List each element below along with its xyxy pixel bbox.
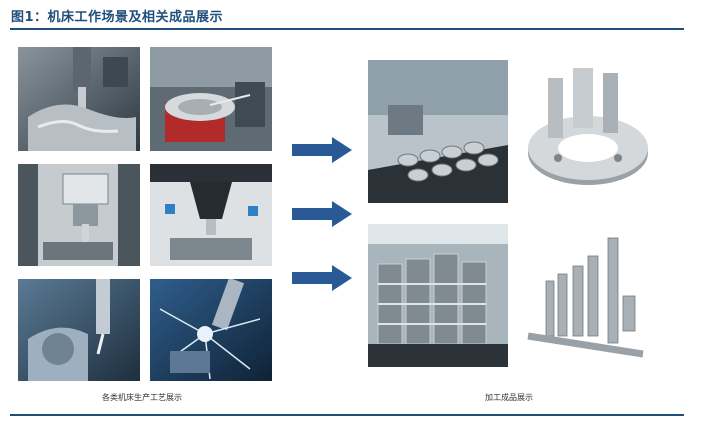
shaft-parts-photo: [518, 226, 653, 366]
metal-ring-part-photo: [518, 58, 653, 198]
bottom-divider: [10, 414, 684, 416]
coolant-milling-photo: [18, 279, 140, 381]
lathe-chuck-photo: [150, 47, 272, 151]
arrow-right-icon: [292, 137, 352, 163]
machined-parts-tray-photo: [368, 60, 508, 203]
machining-center-photo: [150, 164, 272, 266]
cnc-spindle-photo: [18, 164, 140, 266]
coolant-spray-photo: [150, 279, 272, 381]
milling-head-photo: [18, 47, 140, 151]
title-divider: [10, 28, 684, 30]
stacked-parts-photo: [368, 224, 508, 367]
right-caption: 加工成品展示: [485, 393, 533, 402]
arrow-right-icon: [292, 265, 352, 291]
left-caption: 各类机床生产工艺展示: [102, 393, 182, 402]
arrow-right-icon: [292, 201, 352, 227]
figure-title: 图1：机床工作场景及相关成品展示: [11, 10, 224, 25]
